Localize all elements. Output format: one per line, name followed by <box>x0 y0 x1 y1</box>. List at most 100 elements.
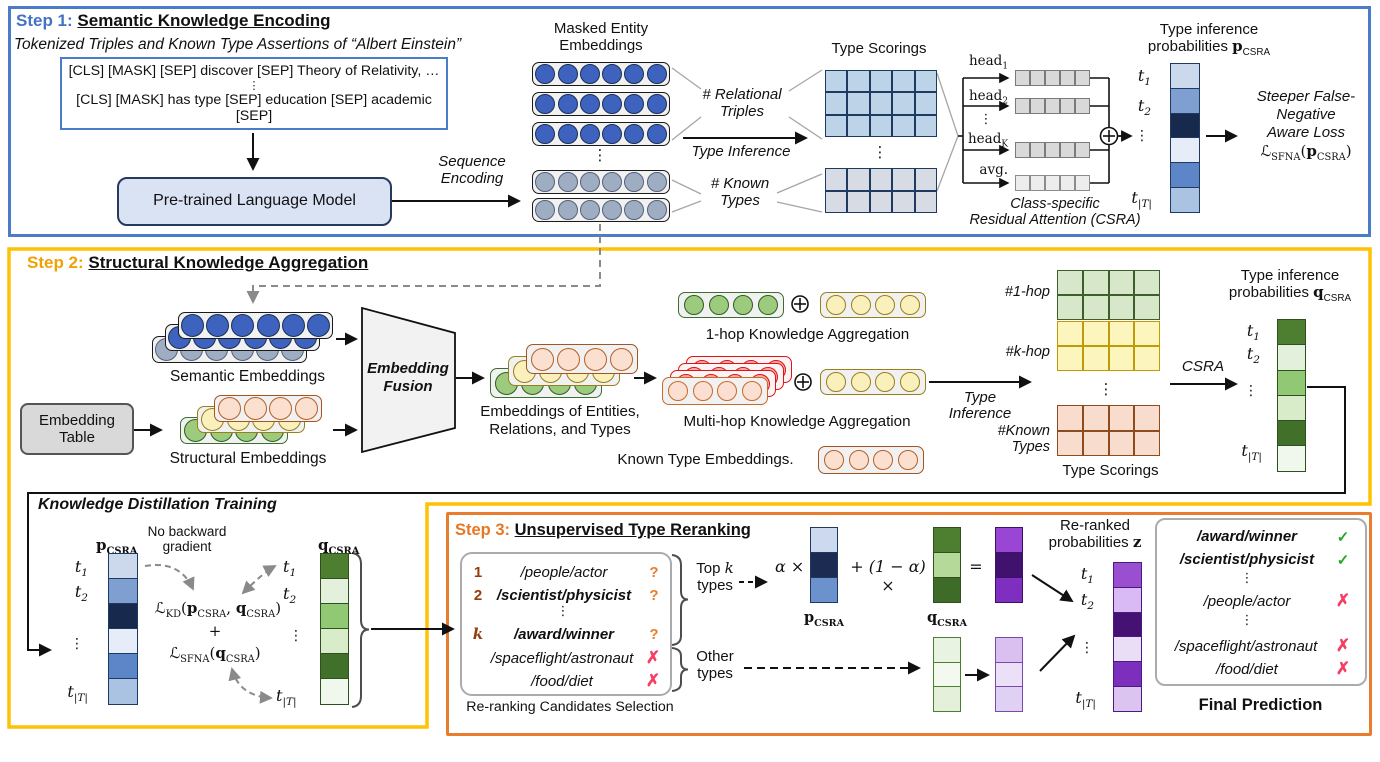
sfna-loss-line: ℒSFNA(qCSRA) <box>169 644 261 665</box>
z-tT: t|T| <box>1075 688 1096 711</box>
q-to-kd-connector <box>27 386 1346 657</box>
avg-label: avg. <box>979 162 1008 178</box>
step2-label: Step 2: <box>27 253 84 272</box>
step1-subtitle: Tokenized Triples and Known Type Asserti… <box>14 36 462 53</box>
kd-p-tT: t|T| <box>67 682 88 705</box>
masked-rows-dots: ⋮ <box>592 146 608 164</box>
csra-caption: Class-specific Residual Attention (CSRA) <box>969 196 1141 228</box>
embedding-fusion-shape <box>361 306 456 454</box>
t2-label-s2: t2 <box>1246 344 1260 367</box>
onehop-green-row <box>678 292 784 318</box>
type-scorings-1-title: Type Scorings <box>831 40 927 57</box>
final-prediction-box <box>1155 518 1367 686</box>
step1-header: Step 1: Semantic Knowledge Encoding <box>16 11 331 31</box>
reranking-caption: Re-ranking Candidates Selection <box>466 699 674 715</box>
dashed-semantic-link <box>246 224 601 304</box>
candidate-type-1: /people/actor <box>520 564 608 581</box>
p-mini-label: pCSRA <box>803 609 845 629</box>
z-column <box>1113 562 1142 712</box>
plm-box: Pre-trained Language Model <box>117 177 392 226</box>
candidate-rank-k: k <box>472 625 484 643</box>
head2-label: head2 <box>968 88 1008 107</box>
z-t1: t1 <box>1080 564 1094 587</box>
sfna-loss-label: Steeper False- Negative Aware Loss ℒSFNA… <box>1256 88 1356 163</box>
semantic-embeddings-label: Semantic Embeddings <box>169 368 326 385</box>
onehop-yellow-row <box>820 292 926 318</box>
multihop-label: Multi-hop Knowledge Aggregation <box>683 413 911 430</box>
heads-dots: ⋮ <box>979 112 993 127</box>
type-scorings-grid-blue <box>825 70 937 137</box>
known-type-embeddings-label: Known Type Embeddings. <box>617 451 794 468</box>
multihop-orange-row <box>662 377 768 405</box>
oplus-1hop-icon <box>791 295 809 313</box>
equals-sign: = <box>969 557 983 576</box>
no-backward-label: No backward gradient <box>147 524 227 554</box>
candidates-box <box>460 552 672 696</box>
token-line-1: [CLS] [MASK] [SEP] discover [SEP] Theory… <box>68 63 440 79</box>
candidate-type-k: /award/winner <box>513 626 615 643</box>
final-mark-5: ✗ <box>1335 659 1351 678</box>
final-type-1: /award/winner <box>1196 528 1298 545</box>
step2-header: Step 2: Structural Knowledge Aggregation <box>27 253 368 273</box>
final-mark-4: ✗ <box>1335 636 1351 655</box>
known-types-label: # Known Types <box>710 175 770 209</box>
p-column <box>1170 63 1200 213</box>
z-t2: t2 <box>1080 590 1094 613</box>
headK-row <box>1015 142 1090 158</box>
step1-box <box>8 6 1371 237</box>
known-type-row <box>818 446 924 474</box>
z-dots: ⋮ <box>1080 640 1094 656</box>
embedding-fusion-label: Embedding Fusion <box>367 360 449 395</box>
candidate-mark-5: ✗ <box>645 671 661 690</box>
lightpurple-mini-column <box>995 637 1023 712</box>
t-dots-s2: ⋮ <box>1244 383 1258 399</box>
candidate-dots: ⋮ <box>556 604 570 619</box>
candidate-mark-1: ? <box>649 564 659 581</box>
eert-stack-front <box>526 344 638 374</box>
kd-q-t1: t1 <box>283 557 297 580</box>
token-line-2: [CLS] [MASK] has type [SEP] education [S… <box>76 92 432 124</box>
final-type-4: /spaceflight/astronaut <box>1174 638 1318 655</box>
final-prediction-label: Final Prediction <box>1198 696 1323 714</box>
onehop-label: 1-hop Knowledge Aggregation <box>705 326 910 343</box>
one-minus-alpha: + (1 − α) × <box>850 557 926 595</box>
final-type-5: /food/diet <box>1216 661 1278 678</box>
p-title: Type inference probabilities pCSRA <box>1147 21 1271 58</box>
q-mini-label: qCSRA <box>926 609 968 629</box>
step3-header: Step 3: Unsupervised Type Reranking <box>455 521 751 540</box>
t1-label-s2: t1 <box>1246 321 1260 344</box>
arrow-top-to-z <box>1031 574 1074 603</box>
q-mini-column <box>933 527 961 603</box>
kd-p-dots: ⋮ <box>70 636 84 652</box>
semantic-stack-front <box>178 312 333 339</box>
candidate-mark-k: ? <box>649 626 659 643</box>
candidate-rank-1: 1 <box>473 564 483 581</box>
t-dots-s1: ⋮ <box>1135 128 1149 144</box>
candidate-type-2: /scientist/physicist <box>496 587 632 604</box>
candidate-type-5: /food/diet <box>531 673 593 690</box>
head1-label: head1 <box>968 53 1008 72</box>
type-scorings-2-title: Type Scorings <box>1062 462 1159 479</box>
oplus-icon <box>1099 126 1119 146</box>
candidate-rank-2: 2 <box>473 587 483 604</box>
kd-plus: + <box>208 622 222 640</box>
final-dots-1: ⋮ <box>1240 571 1254 586</box>
headK-label: headK <box>967 131 1008 150</box>
kd-loss-line: ℒKD(pCSRA, qCSRA) <box>154 599 282 620</box>
step2-title: Structural Knowledge Aggregation <box>88 253 369 272</box>
final-mark-1: ✓ <box>1336 529 1350 546</box>
final-dots-2: ⋮ <box>1240 613 1254 628</box>
head2-row <box>1015 98 1090 114</box>
masked-row-1 <box>532 62 670 86</box>
token-box: [CLS] [MASK] [SEP] discover [SEP] Theory… <box>60 57 448 130</box>
grids-dots-1: ⋮ <box>872 143 888 161</box>
kd-q-column <box>320 553 349 705</box>
tT-label-s2: t|T| <box>1241 441 1262 464</box>
type-inference-1-label: Type Inference <box>691 143 791 160</box>
final-type-3: /people/actor <box>1203 593 1291 610</box>
final-type-2: /scientist/physicist <box>1179 551 1315 568</box>
head1-row <box>1015 70 1090 86</box>
step1-label: Step 1: <box>16 11 73 30</box>
